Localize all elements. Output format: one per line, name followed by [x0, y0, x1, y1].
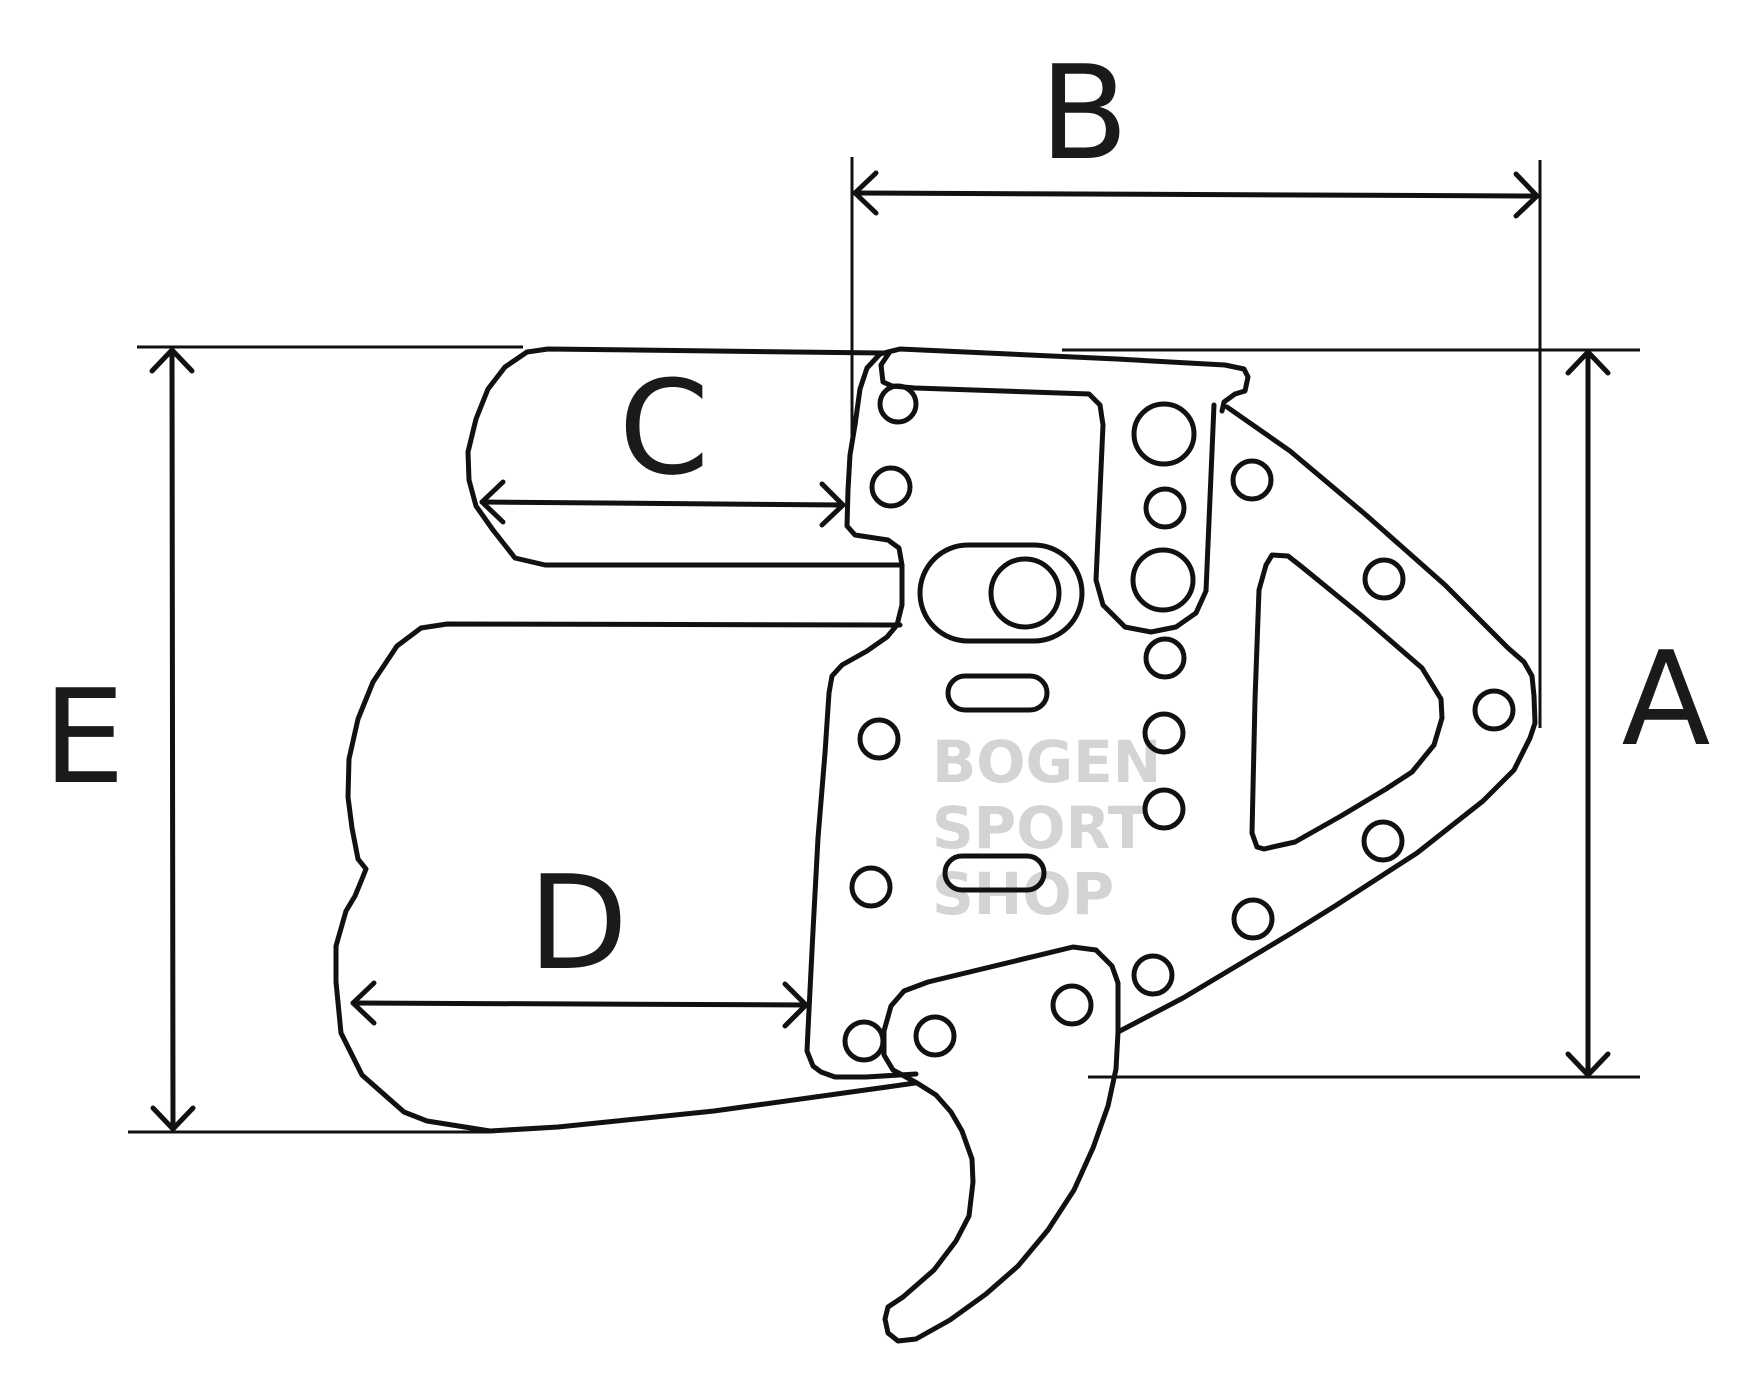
dimension-label-e: E [43, 661, 125, 813]
hole-16 [1131, 953, 1175, 997]
hole-7 [1362, 557, 1406, 601]
main-plate-left-edge [804, 351, 919, 1080]
hole-8 [1472, 688, 1516, 732]
watermark: BOGEN SPORT SHOP [932, 728, 1161, 928]
holes [842, 383, 1516, 1063]
tab-outline [333, 346, 1538, 1344]
upper-finger-pad [465, 346, 905, 568]
dimension-labels: B C D E A [43, 37, 1711, 999]
triangle-window [1249, 552, 1445, 852]
dimension-label-b: B [1039, 37, 1128, 189]
watermark-line-2: SPORT [932, 794, 1148, 862]
hole-19 [842, 1019, 886, 1063]
dimension-arrow-a [1565, 349, 1611, 1078]
dimension-arrow-c [479, 479, 846, 528]
hole-15 [1231, 897, 1275, 941]
watermark-line-1: BOGEN [932, 728, 1161, 796]
large-slot [917, 542, 1085, 644]
lower-finger-pad [333, 621, 918, 1134]
dimension-label-c: C [619, 352, 710, 504]
hole-6 [1230, 458, 1274, 502]
dimension-arrow-d [350, 980, 809, 1029]
hole-2 [869, 465, 913, 509]
hole-11 [1142, 787, 1186, 831]
hole-5 [1130, 547, 1196, 613]
dimension-arrow-e [149, 347, 196, 1132]
small-slot-upper [945, 673, 1050, 713]
hole-14 [1361, 819, 1405, 863]
hole-4 [1143, 486, 1187, 530]
hole-10 [1142, 711, 1186, 755]
dimension-arrows [149, 170, 1611, 1132]
hole-13 [849, 865, 893, 909]
slots [917, 542, 1085, 893]
hole-9 [1143, 636, 1187, 680]
extension-lines [128, 157, 1640, 1134]
hole-18 [913, 1014, 957, 1058]
watermark-line-3: SHOP [932, 860, 1114, 928]
main-plate-top [877, 346, 1251, 414]
finger-hook [881, 944, 1121, 1344]
small-slot-lower [942, 853, 1047, 893]
hole-3 [1131, 401, 1197, 467]
large-slot-hole [988, 556, 1062, 630]
dimension-label-a: A [1622, 623, 1711, 775]
dimension-arrow-b [852, 170, 1540, 219]
hole-1 [877, 383, 919, 425]
inner-window-upper [878, 350, 1217, 635]
hole-17 [1050, 983, 1094, 1027]
dimension-label-d: D [528, 847, 628, 999]
right-wing-edge [1115, 404, 1538, 1035]
hole-12 [857, 717, 901, 761]
